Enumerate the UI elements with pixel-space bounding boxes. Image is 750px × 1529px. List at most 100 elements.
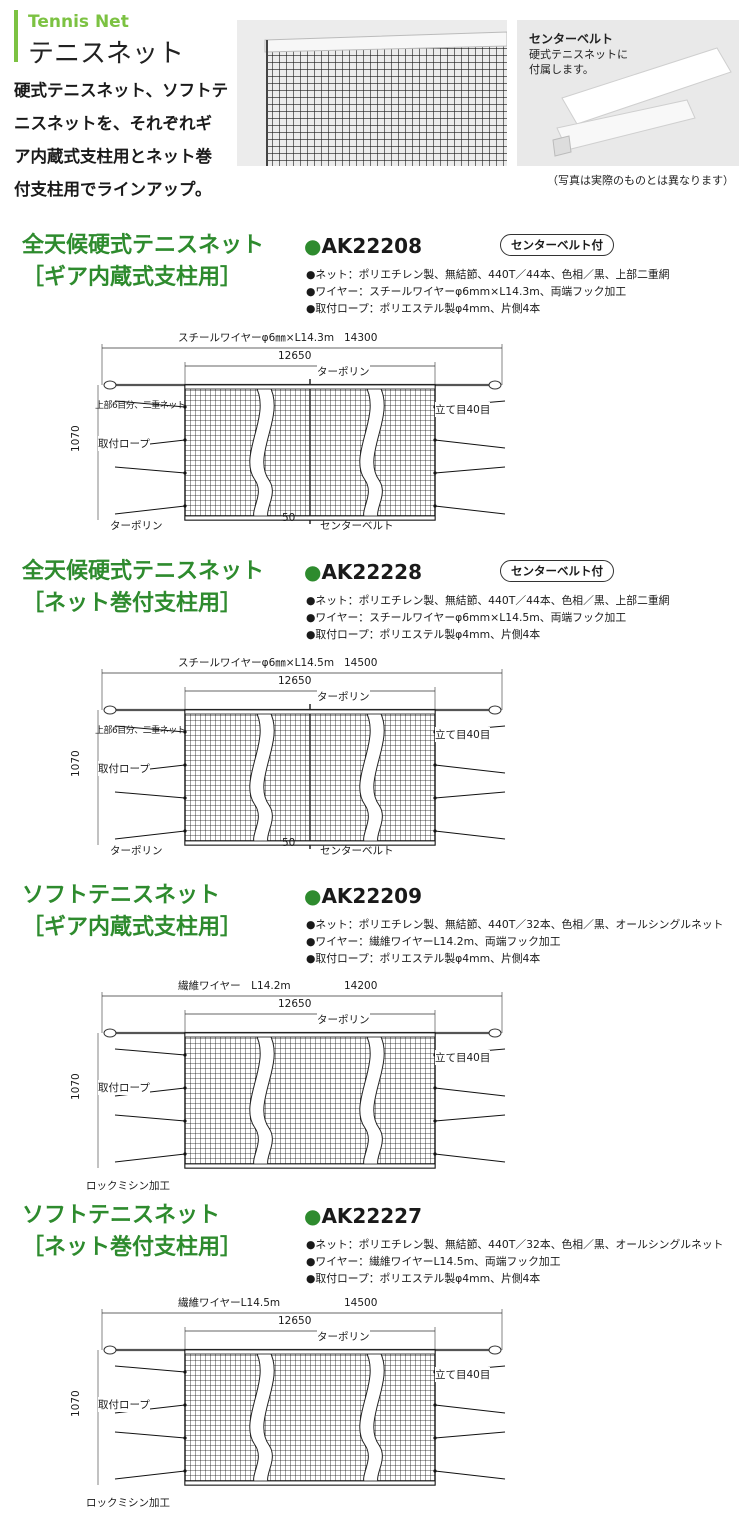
- net-width-label: 12650: [278, 998, 312, 1010]
- total-length-label: 14500: [344, 1297, 378, 1309]
- center-belt-label: センターベルト: [529, 32, 614, 46]
- rope-label: 取付ロープ: [98, 436, 150, 451]
- rope-label: 取付ロープ: [98, 761, 150, 776]
- product-code: ●AK22209: [304, 884, 423, 908]
- rope-left-0: [114, 1048, 186, 1056]
- net-mesh: [184, 1032, 436, 1169]
- upper-double-net-label: 上部6目分、二重ネット: [95, 726, 186, 736]
- rope-right-3: [434, 1153, 506, 1163]
- bottom-band: [184, 1480, 436, 1486]
- bottom-band: [184, 840, 436, 846]
- rope-left-3: [114, 505, 186, 515]
- total-length-label: 14200: [344, 980, 378, 992]
- bottom-band: [184, 1163, 436, 1169]
- product-code: ●AK22228: [304, 560, 423, 584]
- product-title: ソフトテニスネット ［ネット巻付支柱用］: [22, 1203, 243, 1260]
- product-specs: ネット：ポリエチレン製、無結節、440T／44本、色相／黒、上部二重網 ワイヤー…: [306, 266, 669, 317]
- rope-label: 取付ロープ: [98, 1080, 150, 1095]
- rope-right-2: [434, 791, 506, 799]
- top-tarpaulin-label: ターポリン: [317, 689, 370, 704]
- product-specs: ネット：ポリエチレン製、無結節、440T／44本、色相／黒、上部二重網 ワイヤー…: [306, 592, 669, 643]
- product-title: 全天候硬式テニスネット ［ギア内蔵式支柱用］: [22, 233, 265, 290]
- rope-left-2: [114, 466, 186, 474]
- mesh-count-label: 立て目40目: [435, 727, 491, 742]
- rope-right-1: [434, 439, 506, 449]
- net-diagram-svg: [97, 669, 506, 849]
- rope-left-0: [114, 1365, 186, 1373]
- center-belt-badge: センターベルト付: [500, 560, 614, 582]
- total-length-label: 14500: [344, 657, 378, 669]
- top-band: [184, 384, 436, 390]
- wire-hook-right: [488, 1028, 502, 1038]
- net-photo-image: [237, 20, 507, 166]
- center-width-label: 50: [282, 837, 296, 849]
- top-tarpaulin-label: ターポリン: [317, 1329, 370, 1344]
- top-band: [184, 709, 436, 715]
- net-width-label: 12650: [278, 350, 312, 362]
- product-specs: ネット：ポリエチレン製、無結節、440T／32本、色相／黒、オールシングルネット…: [306, 1236, 723, 1287]
- bottom-label: ターポリン: [110, 843, 163, 858]
- top-band: [184, 1032, 436, 1038]
- mesh-count-label: 立て目40目: [435, 1050, 491, 1065]
- wire-label: 繊維ワイヤーL14.5m: [178, 1297, 281, 1309]
- rope-left-2: [114, 1431, 186, 1439]
- net-diagram: 繊維ワイヤー L14.2m 14200 12650 ターポリン取付ロープ 1070 立て目…: [70, 978, 510, 1208]
- center-belt-photo: センターベルト 硬式テニスネットに 付属します。: [517, 20, 739, 166]
- product-specs: ネット：ポリエチレン製、無結節、440T／32本、色相／黒、オールシングルネット…: [306, 916, 723, 967]
- net-diagram-svg: [97, 992, 506, 1169]
- rope-right-1: [434, 1087, 506, 1097]
- rope-right-3: [434, 830, 506, 840]
- wire-hook-left: [103, 705, 117, 715]
- rope-right-3: [434, 1470, 506, 1480]
- intro-text: 硬式テニスネット、ソフトテ ニスネットを、それぞれギ ア内蔵式支柱用とネット巻 …: [14, 81, 229, 199]
- product-code: ●AK22208: [304, 234, 423, 258]
- rope-right-2: [434, 1114, 506, 1122]
- rope-left-3: [114, 830, 186, 840]
- rope-right-2: [434, 466, 506, 474]
- rope-right-1: [434, 764, 506, 774]
- total-length-label: 14300: [344, 332, 378, 344]
- wire-label: スチールワイヤーφ6㎜×L14.3m: [178, 332, 335, 344]
- rope-right-3: [434, 505, 506, 515]
- wire-hook-right: [488, 1345, 502, 1355]
- bottom-label: ターポリン: [110, 518, 163, 533]
- wire-hook-left: [103, 380, 117, 390]
- wire-hook-right: [488, 380, 502, 390]
- net-diagram-svg: [97, 1309, 506, 1486]
- rope-left-2: [114, 791, 186, 799]
- product-title: 全天候硬式テニスネット ［ネット巻付支柱用］: [22, 559, 265, 616]
- wire-label: スチールワイヤーφ6㎜×L14.5m: [178, 657, 335, 669]
- top-tarpaulin-label: ターポリン: [317, 1012, 370, 1027]
- wire-hook-left: [103, 1345, 117, 1355]
- height-label: 1070: [70, 1073, 82, 1100]
- net-diagram-svg: [97, 344, 506, 524]
- wire-hook-right: [488, 705, 502, 715]
- product-code: ●AK22227: [304, 1204, 423, 1228]
- header-jp-title: テニスネット: [28, 39, 185, 69]
- center-belt-diagram-label: センターベルト: [320, 520, 394, 532]
- top-tarpaulin-label: ターポリン: [317, 364, 370, 379]
- header-en-title: Tennis Net: [28, 12, 129, 32]
- bottom-band: [184, 515, 436, 521]
- wire-label: 繊維ワイヤー L14.2m: [178, 980, 291, 992]
- rope-left-0: [114, 400, 186, 408]
- rope-right-2: [434, 1431, 506, 1439]
- bottom-label: ロックミシン加工: [86, 1178, 170, 1193]
- mesh-count-label: 立て目40目: [435, 402, 491, 417]
- header-accent-bar: [14, 10, 18, 62]
- height-label: 1070: [70, 1390, 82, 1417]
- rope-left-3: [114, 1470, 186, 1480]
- top-band: [184, 1349, 436, 1355]
- center-belt-badge: センターベルト付: [500, 234, 614, 256]
- wire-hook-left: [103, 1028, 117, 1038]
- net-photo: [237, 20, 507, 166]
- product-title: ソフトテニスネット ［ギア内蔵式支柱用］: [22, 883, 243, 940]
- net-width-label: 12650: [278, 1315, 312, 1327]
- photo-caption: （写真は実際のものとは異なります）: [547, 174, 734, 187]
- upper-double-net-label: 上部6目分、二重ネット: [95, 401, 186, 411]
- rope-label: 取付ロープ: [98, 1397, 150, 1412]
- net-width-label: 12650: [278, 675, 312, 687]
- rope-left-0: [114, 725, 186, 733]
